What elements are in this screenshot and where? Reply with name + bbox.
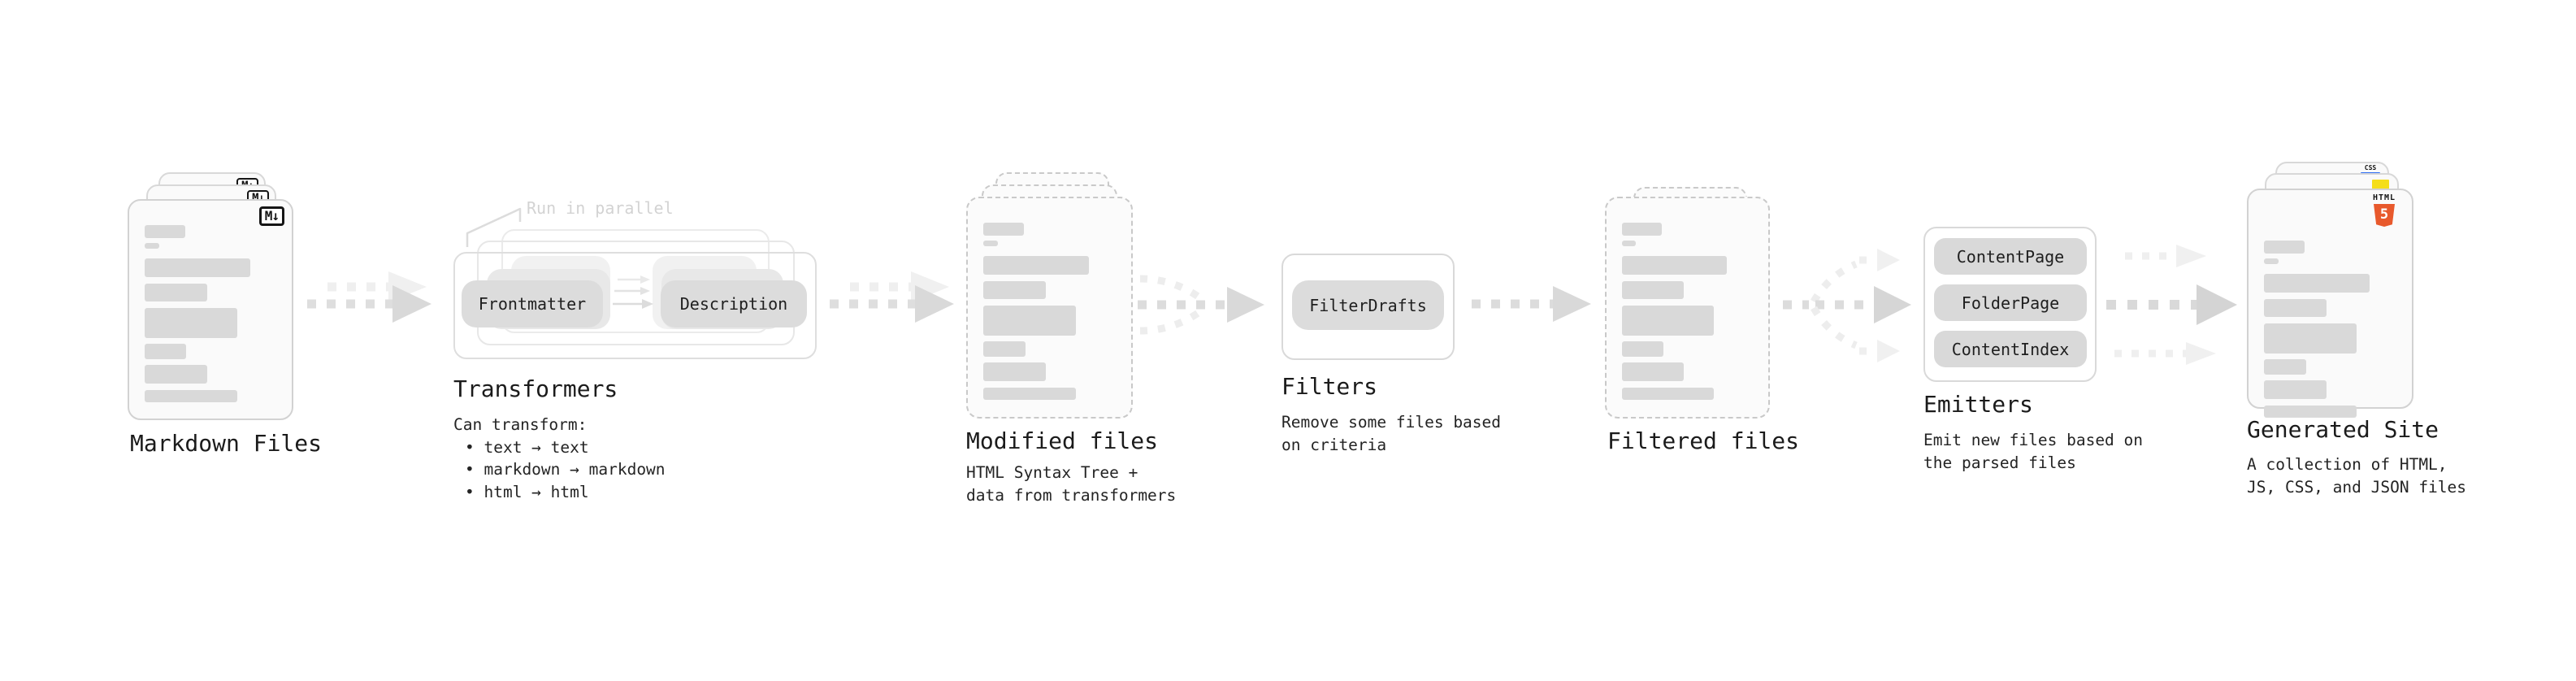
frontmatter-label: Frontmatter: [478, 294, 587, 314]
arrow-markdown-to-transformers: [307, 271, 432, 323]
filter-drafts-box: FilterDrafts: [1292, 280, 1444, 330]
arrow-modified-to-filters: [1138, 275, 1264, 335]
run-in-parallel-note: Run in parallel: [527, 198, 674, 218]
filters-desc-line: Remove some files based: [1281, 413, 1502, 432]
js-badge: [2372, 180, 2389, 189]
modified-files-title: Modified files: [966, 427, 1159, 454]
doc-content-lines: [1622, 223, 1751, 400]
arrow-filtered-to-emitters: [1783, 249, 1911, 362]
filtered-files-title: Filtered files: [1607, 427, 1800, 454]
markdown-files-title: Markdown Files: [130, 430, 323, 457]
transformer-frontmatter-box: Frontmatter: [462, 280, 603, 327]
emitters-title: Emitters: [1923, 391, 2033, 418]
arrow-filters-to-filtered: [1472, 286, 1591, 322]
transformer-frame-front: [453, 252, 817, 359]
transformer-description-box: Description: [661, 280, 807, 327]
generated-desc-line: A collection of HTML,: [2247, 455, 2448, 474]
generated-desc-line: JS, CSS, and JSON files: [2247, 477, 2467, 497]
transformers-bullet: • html → html: [465, 482, 589, 501]
emitter-content-page-box: ContentPage: [1934, 238, 2087, 275]
filters-desc-line: on criteria: [1281, 435, 1387, 454]
emitters-desc-line: Emit new files based on: [1923, 431, 2144, 449]
filters-title: Filters: [1281, 373, 1378, 400]
folder-page-label: FolderPage: [1961, 293, 2060, 313]
run-in-parallel-callout: [466, 207, 522, 247]
generated-site-description: A collection of HTML, JS, CSS, and JSON …: [2247, 453, 2466, 498]
transformers-bullet: • markdown → markdown: [465, 460, 666, 479]
modified-desc-line: HTML Syntax Tree +: [966, 463, 1138, 482]
filters-description: Remove some files based on criteria: [1281, 411, 1501, 456]
parallel-flow-arrows: [613, 275, 653, 309]
transformers-bullet: • text → text: [465, 437, 589, 457]
content-index-label: ContentIndex: [1951, 339, 2070, 359]
emitters-description: Emit new files based on the parsed files: [1923, 429, 2143, 474]
transformers-title: Transformers: [453, 375, 618, 402]
transformers-desc-heading: Can transform:: [453, 415, 588, 434]
modified-desc-line: data from transformers: [966, 485, 1177, 505]
doc-content-lines: [145, 225, 275, 402]
filter-drafts-label: FilterDrafts: [1309, 295, 1427, 315]
emitter-content-index-box: ContentIndex: [1934, 331, 2087, 367]
emitters-desc-line: the parsed files: [1923, 453, 2076, 472]
content-page-label: ContentPage: [1956, 246, 2065, 267]
description-label: Description: [679, 294, 788, 314]
generated-site-title: Generated Site: [2247, 416, 2439, 443]
markdown-badge: M↓: [258, 206, 284, 226]
html5-icon: HTML 5: [2366, 193, 2403, 227]
doc-content-lines: [983, 223, 1114, 400]
transformers-description: Can transform: • text → text • markdown …: [453, 414, 666, 503]
emitter-folder-page-box: FolderPage: [1934, 284, 2087, 321]
modified-files-description: HTML Syntax Tree + data from transformer…: [966, 462, 1176, 506]
doc-content-lines: [2264, 241, 2395, 418]
arrow-transformers-to-modified: [830, 271, 954, 323]
arrow-emitters-to-generated: [2106, 245, 2237, 365]
